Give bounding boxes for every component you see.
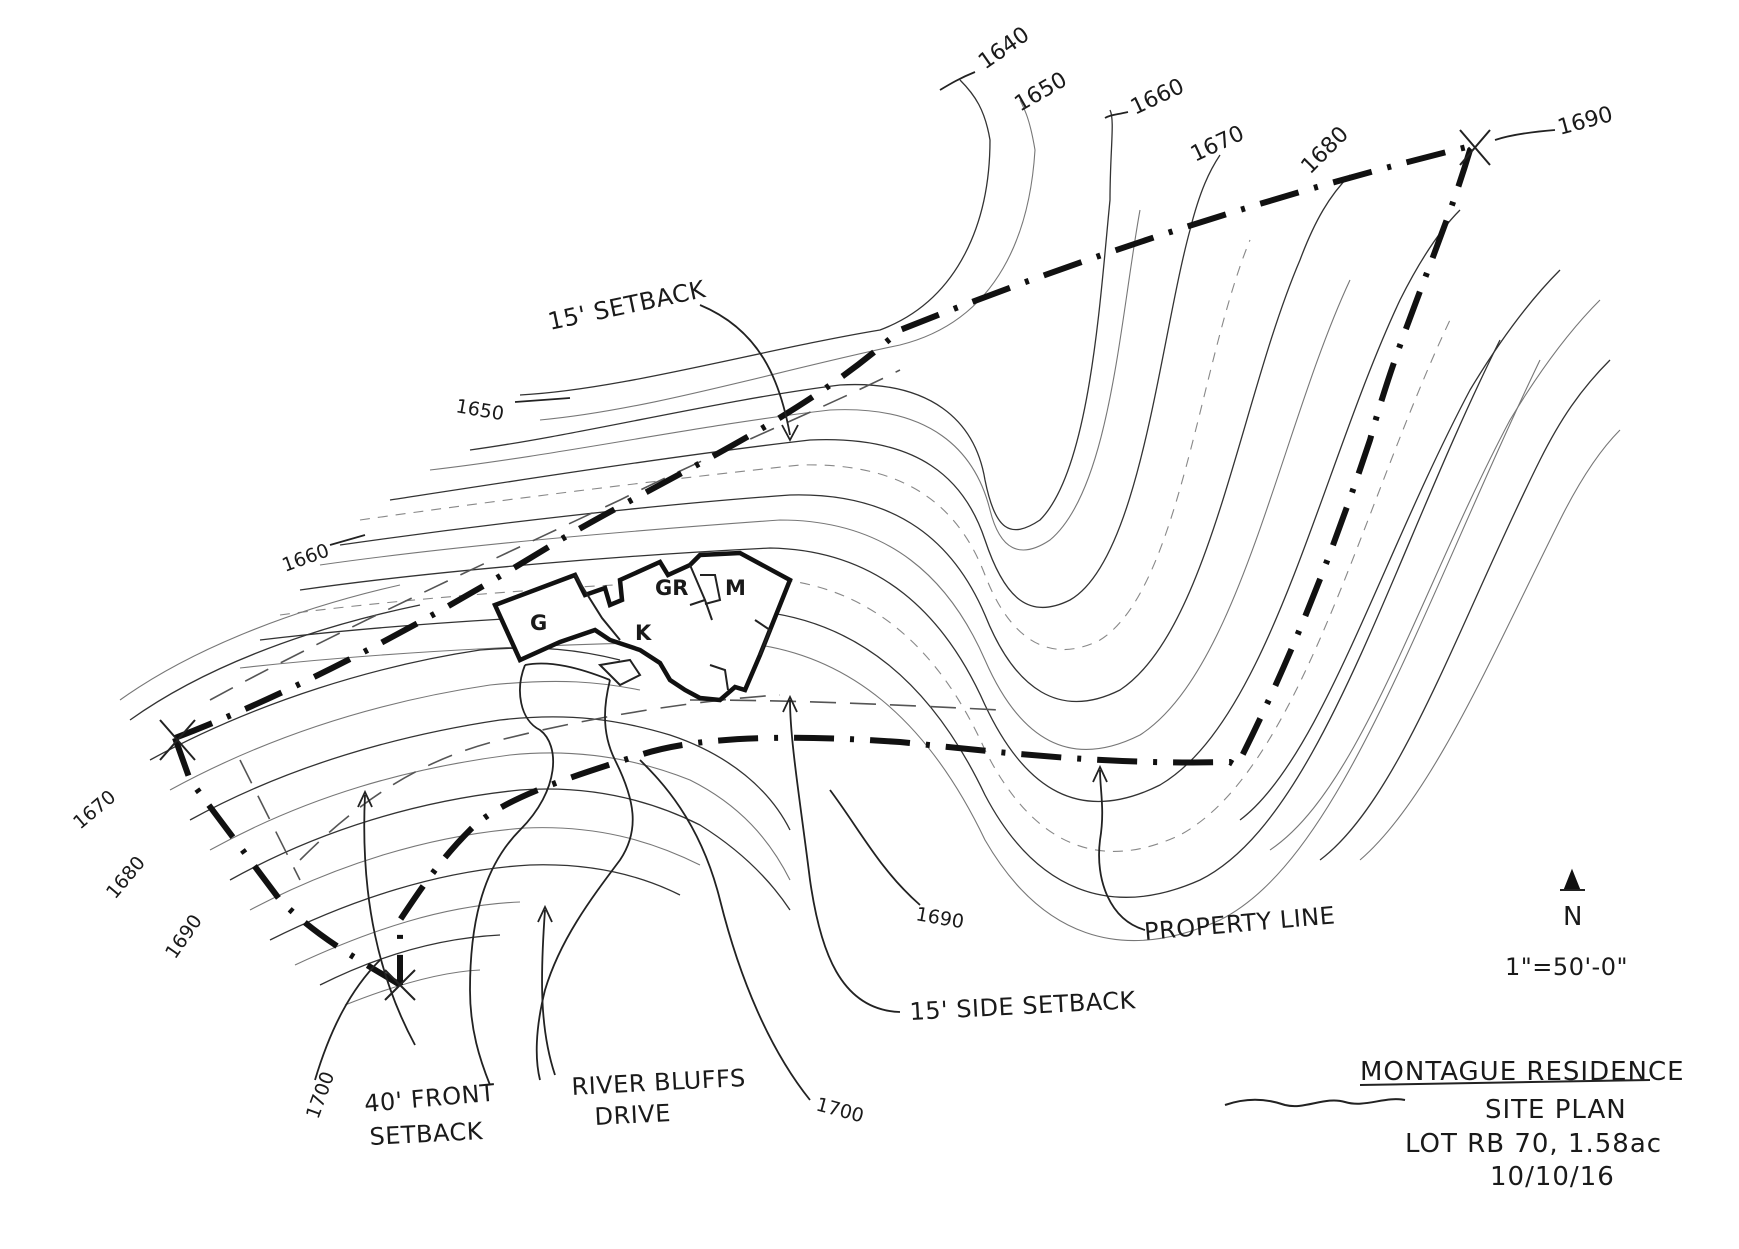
north-letter: N	[1563, 902, 1583, 932]
drive-edge	[469, 664, 555, 1086]
river-bluffs-drive	[469, 662, 634, 1086]
contour-line	[344, 969, 481, 1006]
elev-1680-top: 1680	[1297, 122, 1354, 179]
elev-1670-left: 1670	[69, 786, 120, 834]
leader-1690-top	[1494, 129, 1556, 141]
contour-line	[189, 716, 791, 831]
elev-1660-top: 1660	[1127, 74, 1188, 120]
contour-line	[469, 109, 1113, 531]
leader-property-line	[1092, 764, 1146, 931]
contour-line	[249, 827, 701, 911]
room-label-garage: G	[530, 611, 547, 635]
contour-line	[229, 788, 791, 911]
contour-line	[294, 901, 521, 966]
room-label-great-room: GR	[655, 576, 688, 600]
elev-1690-mid: 1690	[914, 903, 965, 933]
leader-side-setback	[782, 694, 901, 1013]
contour-line	[279, 319, 1451, 852]
house-partition	[754, 619, 772, 656]
contour-line	[1359, 429, 1621, 861]
corner-marker	[384, 969, 416, 1001]
drawing-date: 10/10/16	[1490, 1162, 1615, 1192]
contour-line	[269, 864, 681, 941]
room-label-master: M	[725, 576, 746, 600]
elev-1650-top: 1650	[1011, 68, 1072, 118]
leader-1700-right	[639, 759, 811, 1101]
corner-marker	[159, 719, 196, 761]
contour-line	[519, 79, 991, 396]
elev-1650-left: 1650	[454, 395, 505, 425]
contour-line	[359, 239, 1251, 650]
elev-1640: 1640	[974, 22, 1034, 75]
contour-line	[1319, 359, 1611, 861]
contour-line	[429, 209, 1141, 551]
contour-line	[319, 934, 501, 986]
title-block: MONTAGUE RESIDENCE SITE PLAN LOT RB 70, …	[1224, 1057, 1684, 1192]
contour-line	[539, 99, 1036, 421]
property-line	[159, 129, 1491, 1001]
elev-1690-top: 1690	[1555, 102, 1616, 141]
house-partition	[574, 574, 621, 641]
contour-lines	[119, 79, 1621, 1006]
drive-edge	[524, 662, 611, 681]
elev-1680-left: 1680	[102, 852, 150, 903]
contour-line	[239, 359, 1541, 941]
house-footprint: G GR M K	[491, 550, 793, 703]
title-squiggle	[1224, 1098, 1406, 1108]
drive-edge	[535, 679, 634, 1081]
leader-1690-mid	[829, 789, 921, 906]
house-partition	[700, 574, 722, 605]
contour-line	[259, 339, 1501, 898]
leader-1650-left	[514, 397, 571, 403]
elev-1670-top: 1670	[1187, 121, 1248, 167]
project-title-underline	[1359, 1079, 1651, 1086]
contour-line	[119, 584, 401, 701]
north-arrow-group: N 1"=50'-0"	[1505, 868, 1628, 981]
leader-1660-left	[329, 534, 366, 546]
contour-line	[339, 174, 1351, 703]
property-line-path	[172, 736, 402, 988]
contour-line	[1269, 299, 1601, 851]
sheet-title: SITE PLAN	[1485, 1095, 1627, 1125]
north-arrow-icon	[1563, 868, 1581, 891]
note-front-setback-2: SETBACK	[369, 1117, 485, 1151]
leader-1640	[939, 71, 976, 91]
elev-1700-right: 1700	[814, 1094, 866, 1128]
leader-drive	[537, 904, 556, 1076]
annotations: 15' SETBACK PROPERTY LINE 15' SIDE SETBA…	[363, 275, 1336, 1151]
elev-1700-left: 1700	[302, 1069, 339, 1122]
setback-line	[239, 759, 301, 881]
property-line-path	[173, 139, 1485, 985]
scale-text: 1"=50'-0"	[1505, 953, 1628, 981]
note-drive-2: DRIVE	[594, 1099, 672, 1131]
contour-line	[299, 209, 1461, 802]
leader-front-setback	[357, 789, 416, 1046]
room-label-kitchen: K	[635, 621, 652, 645]
note-drive-1: RIVER BLUFFS	[571, 1064, 747, 1101]
note-front-setback-1: 40' FRONT	[363, 1079, 496, 1118]
setback-line	[299, 694, 781, 861]
contour-line	[389, 154, 1221, 609]
note-side-setback: 15' SIDE SETBACK	[909, 986, 1137, 1026]
contour-line	[209, 752, 791, 881]
leader-15-setback	[699, 304, 799, 442]
contour-line	[319, 279, 1351, 750]
house-partition	[709, 664, 729, 691]
contour-line	[149, 647, 621, 761]
contour-line	[1239, 269, 1561, 821]
leader-1660-top	[1104, 111, 1129, 119]
leader-lines	[314, 71, 1556, 1101]
deck	[597, 658, 642, 687]
contour-line	[169, 680, 641, 791]
lot-info: LOT RB 70, 1.58ac	[1405, 1129, 1662, 1159]
note-15-setback: 15' SETBACK	[545, 275, 708, 336]
corner-marker	[1459, 129, 1491, 166]
elev-1660-left: 1660	[279, 539, 332, 576]
setback-line	[689, 699, 1001, 711]
setback-lines	[209, 369, 1001, 881]
setback-line	[209, 369, 901, 701]
leader-1700-left	[314, 959, 381, 1081]
elev-1690-left: 1690	[161, 911, 207, 963]
